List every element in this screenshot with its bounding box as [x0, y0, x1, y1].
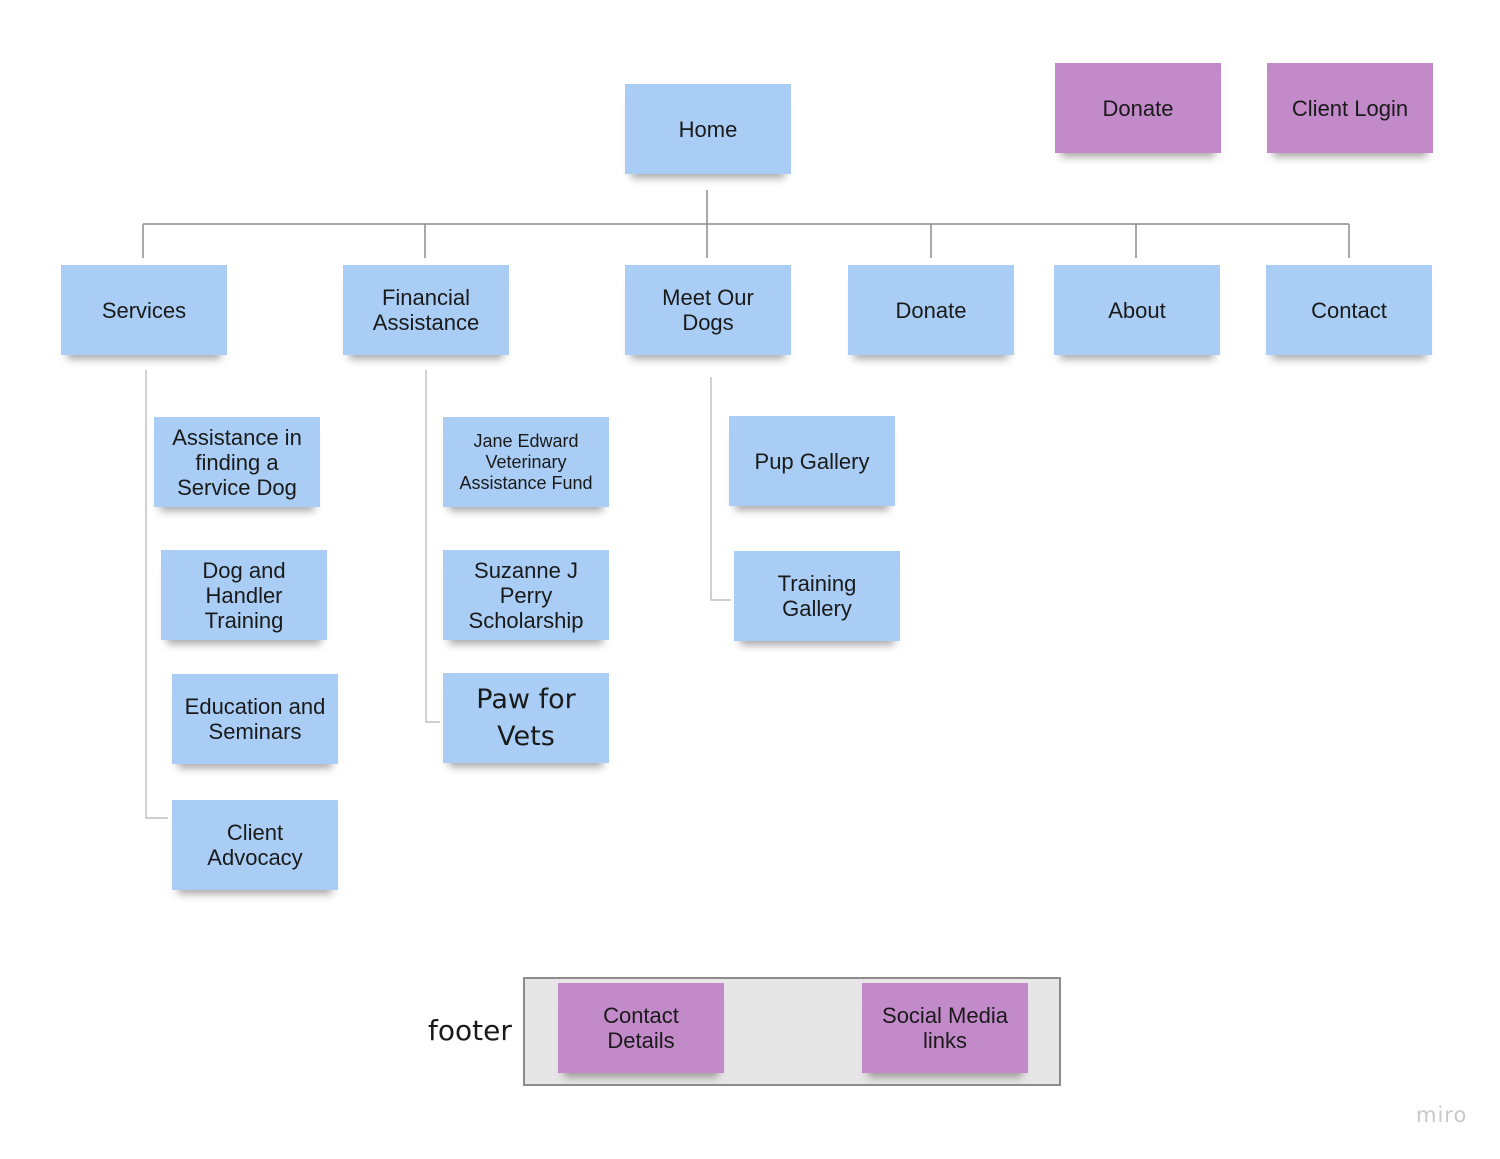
- miro-watermark: miro: [1416, 1103, 1468, 1127]
- node-home[interactable]: Home: [625, 84, 791, 174]
- node-social-media-links-label: Social Media links: [882, 1003, 1008, 1053]
- node-home-label: Home: [678, 116, 738, 142]
- node-suzanne-perry-label: Suzanne J Perry Scholarship: [468, 557, 584, 633]
- node-paw-for-vets-label: Paw for Vets: [476, 684, 576, 752]
- node-about-label: About: [1108, 297, 1166, 323]
- node-meet-our-dogs[interactable]: Meet Our Dogs: [625, 265, 791, 355]
- node-suzanne-perry-scholarship[interactable]: Suzanne J Perry Scholarship: [443, 550, 609, 640]
- node-contact-details-label: Contact Details: [603, 1003, 679, 1053]
- node-dog-handler-training-label: Dog and Handler Training: [202, 557, 286, 633]
- node-client-login-label: Client Login: [1291, 95, 1409, 121]
- node-services-label: Services: [101, 297, 187, 323]
- node-contact[interactable]: Contact: [1266, 265, 1432, 355]
- connector-services-children: [145, 370, 168, 819]
- node-contact-details[interactable]: Contact Details: [558, 983, 724, 1073]
- node-donate-label: Donate: [895, 297, 967, 323]
- node-training-gallery-label: Training Gallery: [777, 571, 857, 621]
- node-financial-assistance-label: Financial Assistance: [372, 285, 480, 335]
- node-donate-utility[interactable]: Donate: [1055, 63, 1221, 153]
- connector-meet-dogs-children: [710, 377, 731, 601]
- node-assistance-finding-service-dog[interactable]: Assistance in finding a Service Dog: [154, 417, 320, 507]
- node-donate[interactable]: Donate: [848, 265, 1014, 355]
- node-contact-label: Contact: [1311, 297, 1387, 323]
- node-assistance-finding-label: Assistance in finding a Service Dog: [172, 424, 302, 500]
- footer-label: footer: [428, 1014, 512, 1047]
- node-financial-assistance[interactable]: Financial Assistance: [343, 265, 509, 355]
- node-education-seminars-label: Education and Seminars: [184, 694, 326, 744]
- node-client-advocacy-label: Client Advocacy: [207, 820, 303, 870]
- node-paw-for-vets[interactable]: Paw for Vets: [443, 673, 609, 763]
- connector-financial-children: [425, 370, 440, 723]
- node-client-login[interactable]: Client Login: [1267, 63, 1433, 153]
- node-meet-our-dogs-label: Meet Our Dogs: [662, 285, 754, 335]
- node-jane-edward-fund[interactable]: Jane Edward Veterinary Assistance Fund: [443, 417, 609, 507]
- node-education-seminars[interactable]: Education and Seminars: [172, 674, 338, 764]
- node-about[interactable]: About: [1054, 265, 1220, 355]
- node-social-media-links[interactable]: Social Media links: [862, 983, 1028, 1073]
- node-client-advocacy[interactable]: Client Advocacy: [172, 800, 338, 890]
- node-pup-gallery[interactable]: Pup Gallery: [729, 416, 895, 506]
- node-donate-utility-label: Donate: [1102, 95, 1174, 121]
- node-pup-gallery-label: Pup Gallery: [754, 448, 870, 474]
- node-services[interactable]: Services: [61, 265, 227, 355]
- node-jane-edward-fund-label: Jane Edward Veterinary Assistance Fund: [459, 430, 593, 493]
- node-dog-handler-training[interactable]: Dog and Handler Training: [161, 550, 327, 640]
- node-training-gallery[interactable]: Training Gallery: [734, 551, 900, 641]
